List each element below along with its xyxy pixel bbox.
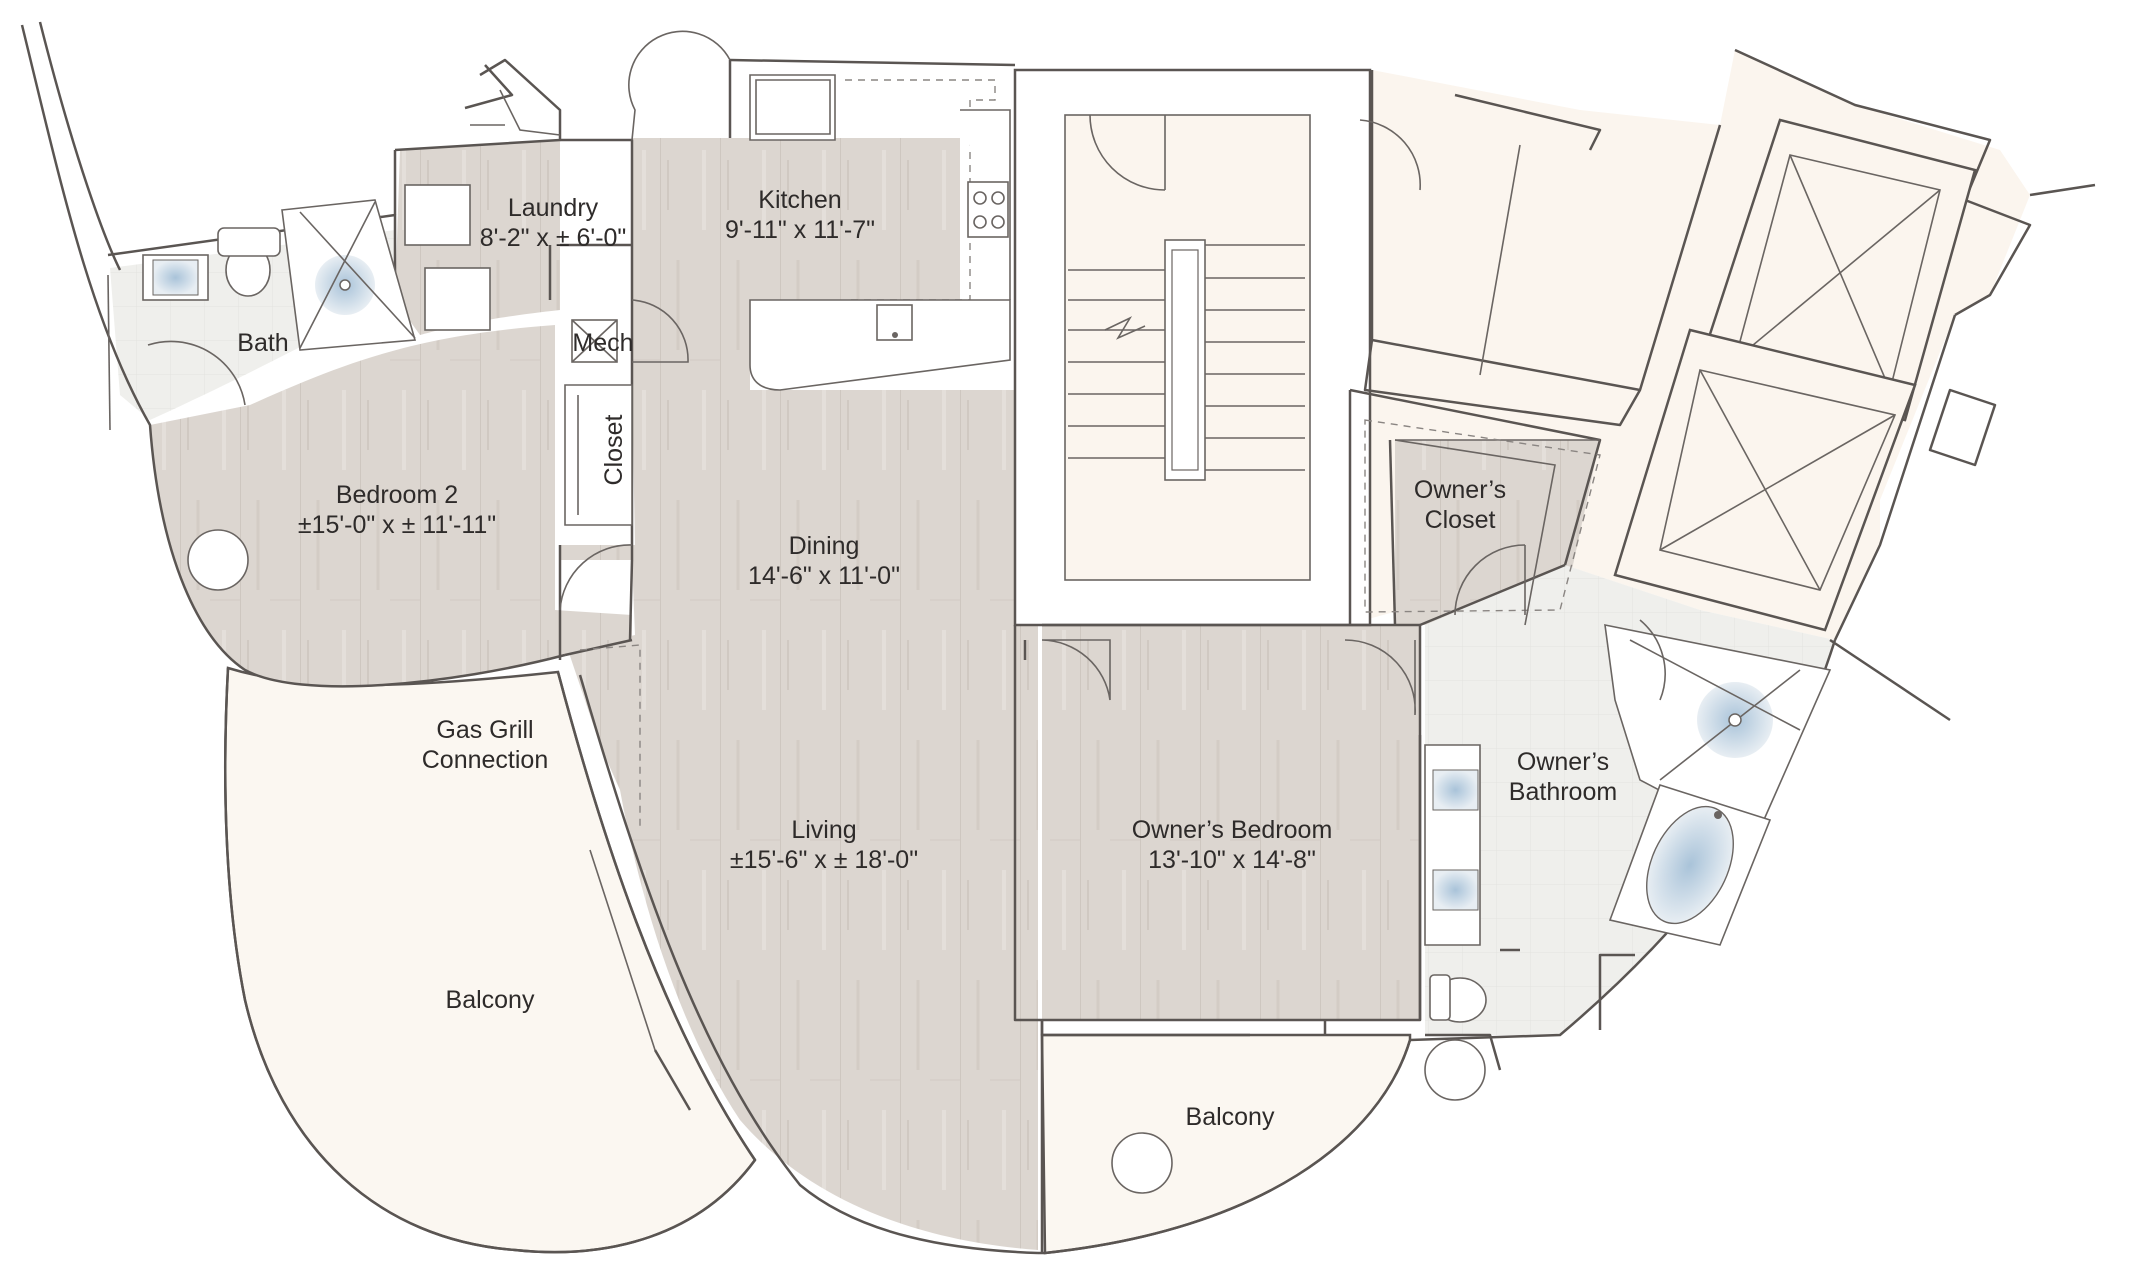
bath-fixtures: [142, 199, 417, 591]
owners-bathroom-label: Owner’s: [1517, 748, 1609, 776]
mech-label: Mech: [572, 329, 633, 357]
bath-label: Bath: [237, 329, 288, 357]
dining-label: Dining: [789, 532, 860, 560]
closet-label: Closet: [600, 415, 628, 486]
common-rooms: [1359, 48, 2096, 722]
laundry-fixtures: [393, 64, 689, 830]
owners-closet-area: [1348, 390, 1601, 626]
owners-bedroom-doors: [589, 639, 1416, 1194]
gas-grill-connection: Connection: [422, 746, 548, 774]
owners-bedroom-label: Owner’s Bedroom: [1132, 816, 1333, 844]
owners-closet-sub: Closet: [1425, 506, 1496, 534]
balcony-south-label: Balcony: [1186, 1103, 1275, 1131]
walls: [20, 21, 1837, 1255]
gas-grill-label: Gas Grill: [436, 716, 533, 744]
owners-closet-label: Owner’s: [1414, 476, 1506, 504]
balcony-south-floor: [1040, 1033, 1412, 1255]
bedroom2-label: Bedroom 2: [336, 481, 458, 509]
living-label: Living: [791, 816, 856, 844]
kitchen-fixtures: [749, 74, 1011, 391]
owners-bath-fixtures: [1424, 619, 1832, 1101]
laundry-label: Laundry: [508, 194, 599, 222]
room-labels: Kitchen 9'-11" x 11'-7" Laundry 8'-2" x …: [237, 186, 1617, 1131]
dining-dims: 14'-6" x 11'-0": [748, 562, 900, 590]
kitchen-dims: 9'-11" x 11'-7": [725, 216, 875, 244]
owners-bathroom-sub: Bathroom: [1509, 778, 1617, 806]
stair-core: [1013, 68, 1372, 627]
living-dims: ±15'-6" x ± 18'-0": [730, 846, 918, 874]
owners-bedroom-dims: 13'-10" x 14'-8": [1148, 846, 1316, 874]
kitchen-label: Kitchen: [758, 186, 841, 214]
balcony-west-label: Balcony: [446, 986, 535, 1014]
laundry-dims: 8'-2" x ± 6'-0": [480, 224, 627, 252]
bedroom2-dims: ±15'-0" x ± 11'-11": [298, 511, 496, 539]
